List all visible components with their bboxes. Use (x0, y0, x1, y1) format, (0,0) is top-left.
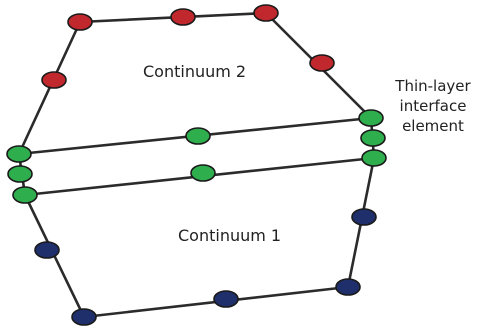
node-c1 (351, 208, 377, 226)
node-c2 (170, 8, 196, 26)
continuum-1-label: Continuum 1 (178, 226, 282, 245)
thin-layer-interface-label: Thin-layer interface element (386, 76, 479, 136)
node-interface (358, 109, 384, 127)
thin-layer-label-line-1: Thin-layer (395, 77, 471, 95)
interface-nodes (6, 109, 387, 204)
node-c1 (34, 241, 60, 259)
node-interface (6, 145, 32, 163)
node-interface (7, 165, 33, 183)
node-c2 (41, 71, 67, 89)
continuum-1-nodes (34, 208, 377, 326)
node-interface (361, 149, 387, 167)
node-interface (190, 164, 216, 182)
thin-layer-label-line-3: element (402, 117, 464, 135)
node-c1 (335, 278, 361, 296)
node-c2 (309, 54, 335, 72)
node-c2 (253, 4, 279, 22)
node-interface (12, 186, 38, 204)
thin-layer-label-line-2: interface (399, 97, 467, 115)
node-c1 (213, 290, 239, 308)
node-interface (360, 129, 386, 147)
continuum-2-nodes (41, 4, 335, 89)
continuum-2-label: Continuum 2 (143, 62, 247, 81)
node-interface (185, 127, 211, 145)
node-c1 (71, 308, 97, 326)
node-c2 (67, 13, 93, 31)
